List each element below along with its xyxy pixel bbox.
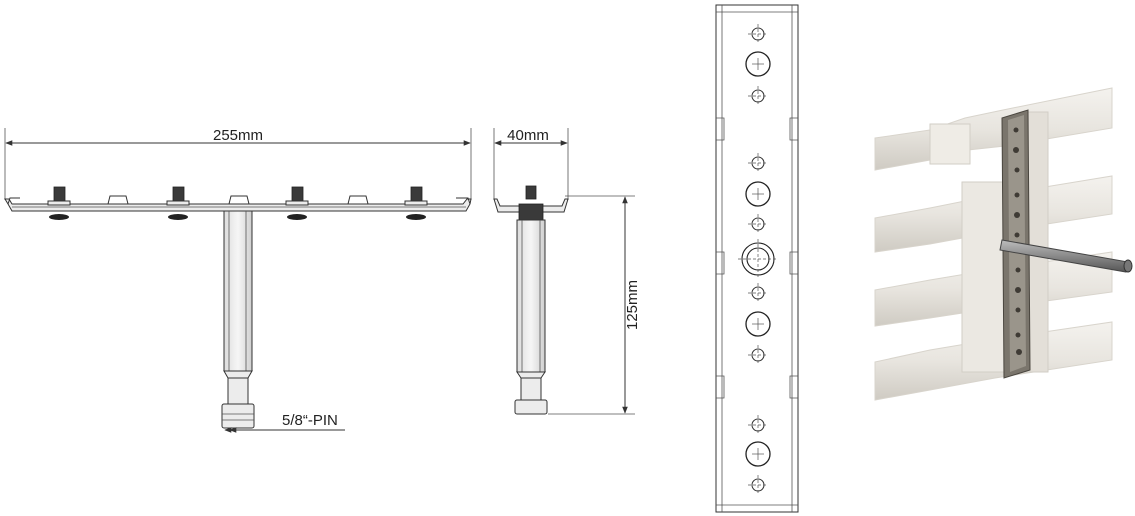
threaded-stud-1: [47, 186, 71, 220]
support-rod: [999, 239, 1133, 273]
mounting-strip-view: [715, 4, 799, 513]
front-view: 255mm: [4, 127, 472, 433]
width-label: 255mm: [213, 127, 263, 144]
depth-label: 40mm: [507, 127, 549, 144]
installation-photo: [872, 85, 1134, 425]
height-label: 125mm: [624, 280, 641, 330]
front-post: [223, 210, 253, 372]
pin-label: 5/8“-PIN: [282, 412, 338, 429]
strip-holes: [738, 24, 778, 495]
threaded-stud-2: [166, 186, 190, 220]
threaded-stud-3: [285, 186, 309, 220]
front-plate: [4, 198, 472, 212]
front-pin: [227, 377, 249, 405]
threaded-stud-4: [404, 186, 428, 220]
side-view: 40mm 125mm: [493, 127, 641, 415]
side-post: [516, 219, 546, 373]
